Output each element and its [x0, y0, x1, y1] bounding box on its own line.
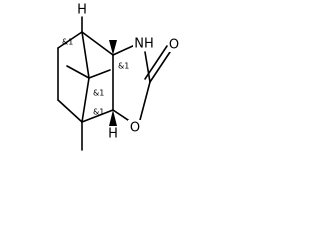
bond-c1-c2: [81, 31, 114, 56]
molecule-diagram: H NH O O H &1 &1 &1 &1: [57, 3, 180, 151]
atom-o-ring: O: [130, 121, 140, 136]
bond-c-o-double-b: [144, 45, 168, 80]
stereo-c4: &1: [93, 108, 104, 117]
atom-o-carbonyl: O: [169, 38, 179, 53]
atom-labels: H NH O O H: [76, 3, 180, 142]
bond-c7-me2: [88, 69, 111, 79]
wedge-c3-h: [109, 110, 117, 126]
stereo-c2: &1: [118, 62, 129, 71]
bond-n-c: [144, 51, 151, 83]
bond-c-oring: [139, 81, 151, 121]
bond-c7-me1: [66, 65, 90, 79]
bond-c4-c3: [81, 109, 114, 123]
bonds: [57, 16, 173, 151]
bond-c-o-double-a: [149, 48, 173, 83]
stereo-labels: &1 &1 &1 &1: [62, 38, 129, 117]
atom-nh: NH: [134, 37, 154, 52]
atom-h-bottom: H: [108, 127, 118, 142]
atom-h-top: H: [77, 3, 87, 18]
wedge-c2-h: [109, 40, 117, 55]
bond-c1-c7: [81, 31, 90, 79]
bond-c7-c4: [81, 77, 90, 123]
bond-c5-c4: [57, 99, 83, 123]
bond-c1-c6: [57, 31, 83, 49]
bond-c2-n: [112, 44, 136, 56]
stereo-c1: &1: [62, 38, 73, 47]
stereo-c3: &1: [93, 89, 104, 98]
